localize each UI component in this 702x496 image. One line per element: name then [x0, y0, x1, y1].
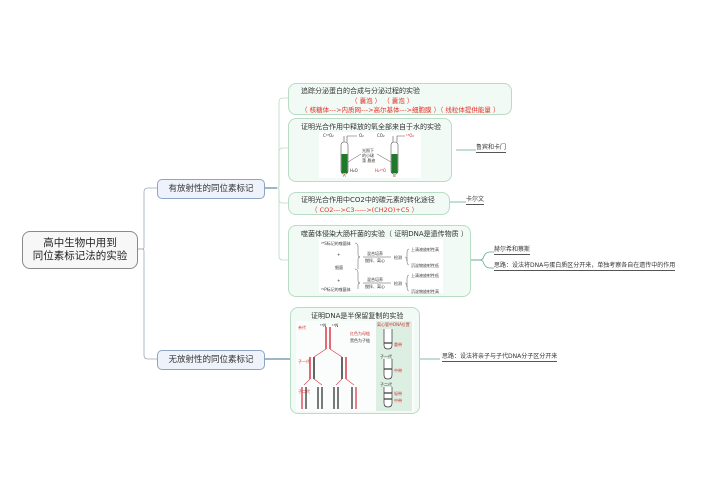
dna-band-mid: 中带 [394, 368, 402, 373]
root-line-1: 高中生物中用到 [43, 237, 117, 249]
dna-legend-daughter-strand: 黑色为子链 [350, 338, 370, 343]
phage-p32-label: ³²P标记的噬菌体 [321, 287, 351, 292]
phage-result-2: 沉淀物放射性低 [411, 263, 439, 268]
phage-plus-2: + [337, 278, 341, 283]
tube-b-input: CO₂ [377, 133, 385, 138]
phage-step-centrifuge-2: 搅拌、离心 [365, 284, 385, 289]
dna-gen1-label: 子一代 [298, 359, 310, 364]
phage-detect-2: 检测 [394, 281, 402, 286]
phage-detect-1: 检测 [394, 255, 402, 260]
oxygen-experiment-figure: C¹⁸O₂ O₂ H₂O A CO₂ ¹⁸O₂ H₂¹⁸O B 光照下 的小球藻… [319, 132, 421, 178]
phage-step-mix-1: 混合培养 [367, 251, 383, 256]
dna-strand-diagram [301, 321, 412, 411]
dna-tube-gen1: 子一代 [380, 354, 392, 359]
phage-bacteria: 细菌 [335, 265, 343, 270]
dna-replication-figure: 亲代 子一代 子二代 ¹⁵N ¹⁵N 红色为母链 黑色为子链 离心管中DNA位置… [296, 321, 414, 411]
phage-step-mix-2: 混合培养 [367, 277, 383, 282]
topic-photosynthesis-oxygen[interactable]: 证明光合作用中释放的氧全部来自于水的实验 C¹⁸O₂ O₂ H₂O A CO₂ … [288, 118, 452, 182]
topic-calvin-title: 证明光合作用中CO2中的碳元素的转化途径 [301, 196, 435, 204]
tube-a-input: C¹⁸O₂ [323, 133, 334, 138]
branch-non-radioactive-label: 无放射性的同位素标记 [168, 355, 254, 365]
leaf-hershey-chase[interactable]: 赫尔希和蔡斯 [494, 246, 531, 255]
phage-result-4: 沉淀物放射性高 [411, 289, 439, 294]
topic-calvin-cycle[interactable]: 证明光合作用中CO2中的碳元素的转化途径 （ CO2--->C3----->(C… [288, 192, 450, 215]
dna-band-light: 轻带 [394, 391, 402, 396]
leaf-ruben-kamen[interactable]: 鲁宾和卡门 [476, 144, 507, 153]
dna-gen2-label: 子二代 [298, 389, 310, 394]
topic-phage-title: 噬菌体侵染大肠杆菌的实验（ 证明DNA是遗传物质 ） [301, 230, 468, 238]
topic-calvin-path: （ CO2--->C3----->(CH2O)+C5 ） [311, 206, 419, 214]
phage-result-1: 上清液放射性高 [411, 247, 439, 252]
topic-secretory-title: 追踪分泌蛋白的合成与分泌过程的实验 [301, 87, 420, 95]
branch-radioactive-label: 有放射性的同位素标记 [168, 184, 254, 194]
leaf-phage-approach[interactable]: 思路：设法将DNA与蛋白质区分开来，单独考察各自在遗传中的作用 [494, 262, 676, 271]
dna-tube-gen2: 子二代 [380, 382, 392, 387]
algae-suspension-note: 光照下 的小球藻 悬液 [362, 148, 376, 163]
dna-band-heavy: 重带 [394, 342, 402, 347]
branch-non-radioactive[interactable]: 无放射性的同位素标记 [157, 350, 265, 370]
branch-radioactive[interactable]: 有放射性的同位素标记 [157, 179, 265, 199]
phage-experiment-figure: ³⁵S标记的噬菌体 + 细菌 + ³²P标记的噬菌体 混合培养 搅拌、离心 混合… [319, 239, 443, 294]
dna-band-mid-2: 中带 [394, 398, 402, 403]
phage-flow-diagram [354, 242, 410, 292]
topic-photosynthesis-title: 证明光合作用中释放的氧全部来自于水的实验 [301, 123, 441, 131]
tube-a-output: O₂ [359, 133, 364, 138]
dna-tube-header: 离心管中DNA位置 [377, 322, 410, 327]
topic-secretory-path: （ 核糖体--->内质网--->高尔基体--->细胞膜 ）（ 线粒体提供能量 ） [301, 106, 500, 114]
test-tube-diagram [340, 135, 405, 175]
tube-a-water: H₂O [350, 168, 358, 173]
phage-plus-1: + [337, 252, 341, 257]
topic-secretory-protein[interactable]: 追踪分泌蛋白的合成与分泌过程的实验 （ 囊泡 ） （ 囊泡 ） （ 核糖体---… [288, 83, 512, 115]
root-line-2: 同位素标记法的实验 [32, 250, 128, 262]
phage-s35-label: ³⁵S标记的噬菌体 [321, 241, 351, 246]
topic-dna-semiconservative[interactable]: 证明DNA是半保留复制的实验 [290, 307, 420, 414]
topic-phage-experiment[interactable]: 噬菌体侵染大肠杆菌的实验（ 证明DNA是遗传物质 ） ³⁵S标记的噬菌体 + 细… [288, 225, 471, 297]
leaf-calvin[interactable]: 卡尔文 [466, 196, 485, 205]
dna-legend-parent-strand: 红色为母链 [350, 331, 370, 336]
dna-n15-label: ¹⁵N [320, 323, 327, 328]
topic-dna-title: 证明DNA是半保留复制的实验 [311, 312, 404, 320]
tube-a-label: A [343, 173, 346, 178]
leaf-dna-approach[interactable]: 思路：设法将亲子与子代DNA分子区分开来 [442, 353, 558, 362]
dna-n15-label-2: ¹⁵N [332, 323, 339, 328]
tube-b-water: H₂¹⁸O [375, 168, 386, 173]
dna-parent-label: 亲代 [298, 325, 306, 330]
phage-result-3: 上清液放射性低 [411, 273, 439, 278]
tube-b-label: B [393, 173, 396, 178]
root-topic[interactable]: 高中生物中用到 同位素标记法的实验 [22, 231, 138, 269]
tube-b-output: ¹⁸O₂ [406, 133, 414, 138]
phage-step-centrifuge-1: 搅拌、离心 [365, 258, 385, 263]
topic-secretory-notes: （ 囊泡 ） （ 囊泡 ） [351, 97, 414, 105]
